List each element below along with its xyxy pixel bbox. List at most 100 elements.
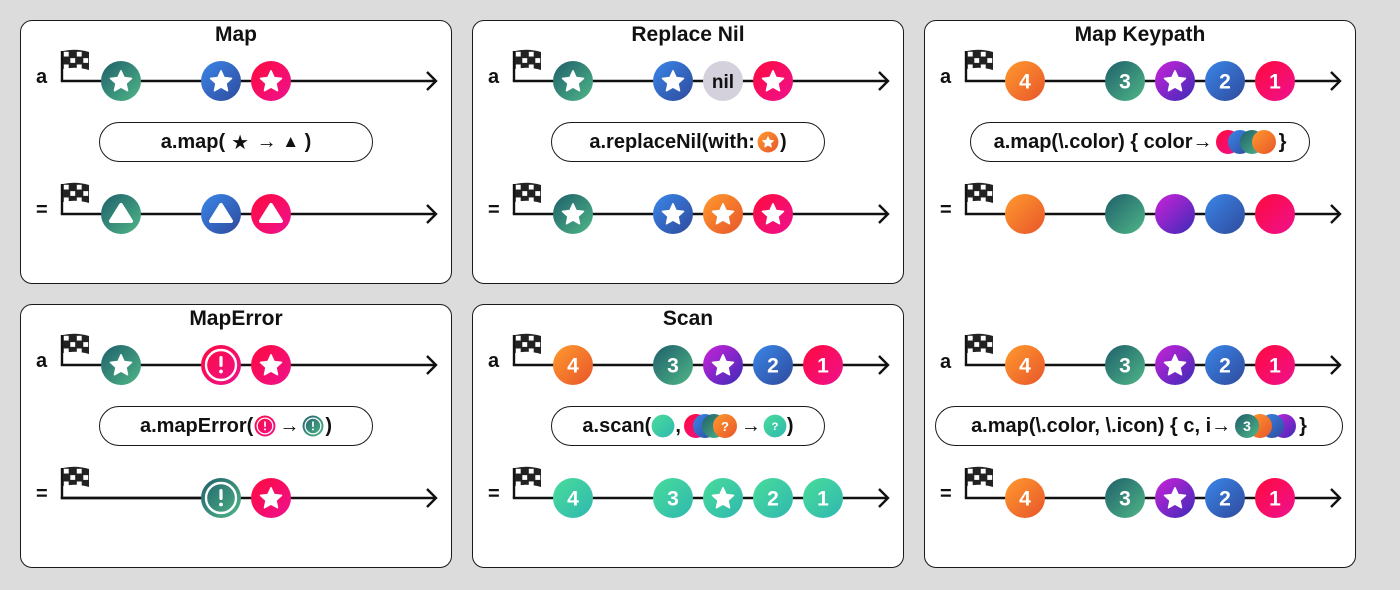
- star-icon: [1163, 487, 1187, 509]
- timeline-arrowhead-icon: [1330, 71, 1342, 91]
- marble-pink-error: [254, 415, 276, 437]
- star-icon: [711, 487, 735, 509]
- start-flag-icon: [60, 182, 89, 214]
- marble-pink-1: 1: [803, 345, 843, 385]
- start-flag-icon: [964, 182, 993, 214]
- timeline-arrowhead-icon: [1330, 355, 1342, 375]
- marble-number: 3: [1119, 71, 1131, 94]
- marble-purple-star: [1155, 61, 1195, 101]
- timeline-arrowhead-icon: [1330, 488, 1342, 508]
- marble-canvas: [60, 333, 438, 518]
- marble-number: 4: [1019, 71, 1031, 94]
- marble-circle: [1005, 345, 1045, 385]
- teal-error-marble-icon: [302, 415, 324, 437]
- formula-suffix: ): [299, 130, 312, 153]
- star-icon: [711, 354, 735, 376]
- marble-number: 1: [817, 355, 829, 378]
- timeline-arrowhead-icon: [426, 71, 438, 91]
- formula-prefix: a.map(\.color, \.icon) { c, i→: [971, 414, 1232, 437]
- marble-pink-none: [1255, 194, 1295, 234]
- marble-blue-2: 2: [1205, 345, 1245, 385]
- marble-teal-star: [553, 194, 593, 234]
- marble-orange-4: 4: [1005, 345, 1045, 385]
- marble-circle: [1005, 194, 1045, 234]
- star-icon: [561, 70, 585, 92]
- marble-blue-star: [653, 194, 693, 234]
- marble-orange-none: [1005, 194, 1045, 234]
- output-stream-label: =: [36, 199, 48, 221]
- star-icon: [1163, 70, 1187, 92]
- formula-suffix: ): [779, 130, 787, 153]
- marble-circle: [1105, 478, 1145, 518]
- marble-circle: [1105, 194, 1145, 234]
- marble-blue-none: [1205, 194, 1245, 234]
- marble-pink-1: 1: [1255, 61, 1295, 101]
- marble-number: 4: [1019, 355, 1031, 378]
- stacked-color-marbles-icon: [1215, 130, 1276, 154]
- marble-circle: [763, 414, 787, 438]
- formula-pill: a.map(\.color, \.icon) { c, i→ 3 }: [935, 406, 1343, 446]
- marble-circle: [1205, 61, 1245, 101]
- star-icon: [259, 487, 283, 509]
- marble-pink-1: 1: [1255, 345, 1295, 385]
- marble-circle: [753, 345, 793, 385]
- error-ring-icon: [204, 348, 238, 382]
- output-stream-label: =: [488, 199, 500, 221]
- formula-pill: a.map( ★ → ▲ ): [99, 122, 373, 162]
- marble-teal-star: [553, 61, 593, 101]
- error-ring-icon: [256, 417, 274, 435]
- marble-blue-2: 2: [1205, 478, 1245, 518]
- marble-nil-nil: nil: [703, 61, 743, 101]
- marble-circle: [1255, 345, 1295, 385]
- exclamation-icon: [219, 489, 223, 500]
- marble-blue-star: [201, 61, 241, 101]
- panel-map-keypath: Map Keypath a = a.map(\.color) { color→ …: [924, 20, 1356, 568]
- marble-orange-star: [703, 194, 743, 234]
- marble-pink-error: [201, 345, 241, 385]
- formula-suffix: }: [1299, 414, 1307, 437]
- formula-pill: a.mapError( → ): [99, 406, 373, 446]
- marble-mint-none: [651, 414, 675, 438]
- output-stream-label: =: [36, 483, 48, 505]
- marble-teal-3: 3: [1105, 345, 1145, 385]
- timeline-arrowhead-icon: [426, 204, 438, 224]
- star-icon: [711, 203, 735, 225]
- timeline-arrowhead-icon: [878, 71, 890, 91]
- formula-pill: a.scan( , ? → ? ): [551, 406, 825, 446]
- orange-marble-icon: [712, 414, 737, 438]
- marble-pink-star: [251, 345, 291, 385]
- formula-pill: a.replaceNil(with: ): [551, 122, 825, 162]
- marble-purple-none: [1155, 194, 1195, 234]
- star-icon: [259, 354, 283, 376]
- star-icon: ★: [231, 131, 250, 154]
- marble-orange-4: 4: [1005, 61, 1045, 101]
- marble-mint-unknown: ?: [763, 414, 787, 438]
- start-flag-icon: [512, 49, 541, 81]
- marble-teal-error: [201, 478, 241, 518]
- star-icon: [259, 70, 283, 92]
- marble-mint-1: 1: [803, 478, 843, 518]
- panel-title: Scan: [662, 307, 714, 330]
- input-stream-label: a: [36, 350, 48, 372]
- start-flag-icon: [512, 333, 541, 365]
- marble-number: 4: [1019, 488, 1031, 511]
- start-flag-icon: [964, 466, 993, 498]
- mint-seed-marble-icon: [651, 414, 675, 438]
- marble-circle: [703, 61, 743, 101]
- panel-title: MapError: [189, 307, 283, 330]
- star-icon: [209, 70, 233, 92]
- marble-blue-2: 2: [1205, 61, 1245, 101]
- marble-number: 3: [1119, 488, 1131, 511]
- marble-teal-3: 3: [653, 345, 693, 385]
- marble-circle: [1205, 194, 1245, 234]
- formula-suffix: ): [786, 414, 794, 437]
- star-icon: [1163, 354, 1187, 376]
- marble-pink-star: [251, 478, 291, 518]
- start-flag-icon: [60, 333, 89, 365]
- output-stream-label: =: [488, 483, 500, 505]
- marble-number: 2: [767, 488, 779, 511]
- start-flag-icon: [60, 49, 89, 81]
- timeline-arrowhead-icon: [878, 488, 890, 508]
